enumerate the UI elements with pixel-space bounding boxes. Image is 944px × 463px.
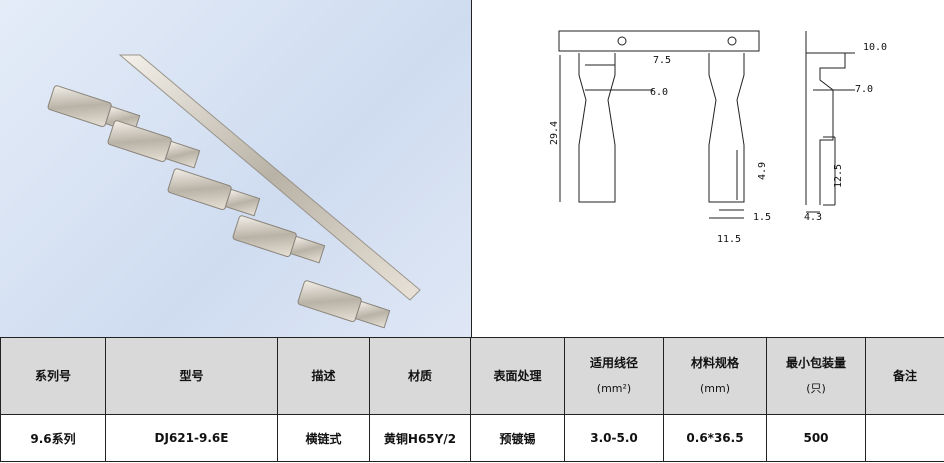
header-material: 材质 (369, 337, 471, 415)
dim-label: 11.5 (717, 234, 741, 245)
header-series: 系列号 (0, 337, 106, 415)
cell-material: 黄铜H65Y/2 (369, 414, 471, 462)
dim-label: 10.0 (863, 42, 887, 53)
dim-label: 6.0 (650, 87, 668, 98)
header-material-spec: 材料规格 (mm) (663, 337, 767, 415)
header-unit: (mm²) (596, 382, 632, 395)
header-label: 材料规格 (690, 356, 739, 370)
header-label: 最小包装量 (785, 356, 846, 370)
terminal-strip-image (47, 54, 421, 329)
table-header-row: 系列号 型号 描述 材质 表面处理 适用线径 (mm²) 材料规格 (mm) 最小包… (0, 337, 944, 415)
product-photo (0, 0, 472, 337)
header-unit: (mm) (699, 382, 730, 395)
dimension-drawing: 7.5 6.0 29.4 4.9 1.5 11.5 10.0 7.0 12.5 … (549, 30, 887, 245)
dim-label: 7.5 (653, 55, 671, 66)
header-label: 适用线径 (589, 356, 638, 370)
spec-table: 系列号 型号 描述 材质 表面处理 适用线径 (mm²) 材料规格 (mm) 最小包… (0, 337, 944, 462)
dim-label: 4.3 (804, 212, 822, 223)
cell-description: 横链式 (277, 414, 370, 462)
header-min-package: 最小包装量 (只) (766, 337, 866, 415)
header-model: 型号 (105, 337, 278, 415)
dim-label: 12.5 (833, 164, 844, 188)
cell-material-spec: 0.6*36.5 (663, 414, 767, 462)
cell-surface: 预镀锡 (470, 414, 565, 462)
cell-series: 9.6系列 (0, 414, 106, 462)
cell-wire-size: 3.0-5.0 (564, 414, 664, 462)
header-surface: 表面处理 (470, 337, 565, 415)
cell-remarks (865, 414, 944, 462)
cell-min-package: 500 (766, 414, 866, 462)
dim-label: 7.0 (855, 84, 873, 95)
header-unit: (只) (806, 382, 826, 395)
technical-drawing: 7.5 6.0 29.4 4.9 1.5 11.5 10.0 7.0 12.5 … (473, 0, 944, 337)
header-remarks: 备注 (865, 337, 944, 415)
table-row: 9.6系列 DJ621-9.6E 横链式 黄铜H65Y/2 预镀锡 3.0-5.… (0, 414, 944, 462)
dim-label: 29.4 (549, 121, 560, 145)
cell-model: DJ621-9.6E (105, 414, 278, 462)
dim-label: 1.5 (753, 212, 771, 223)
header-wire-size: 适用线径 (mm²) (564, 337, 664, 415)
dim-label: 4.9 (757, 162, 768, 180)
header-description: 描述 (277, 337, 370, 415)
